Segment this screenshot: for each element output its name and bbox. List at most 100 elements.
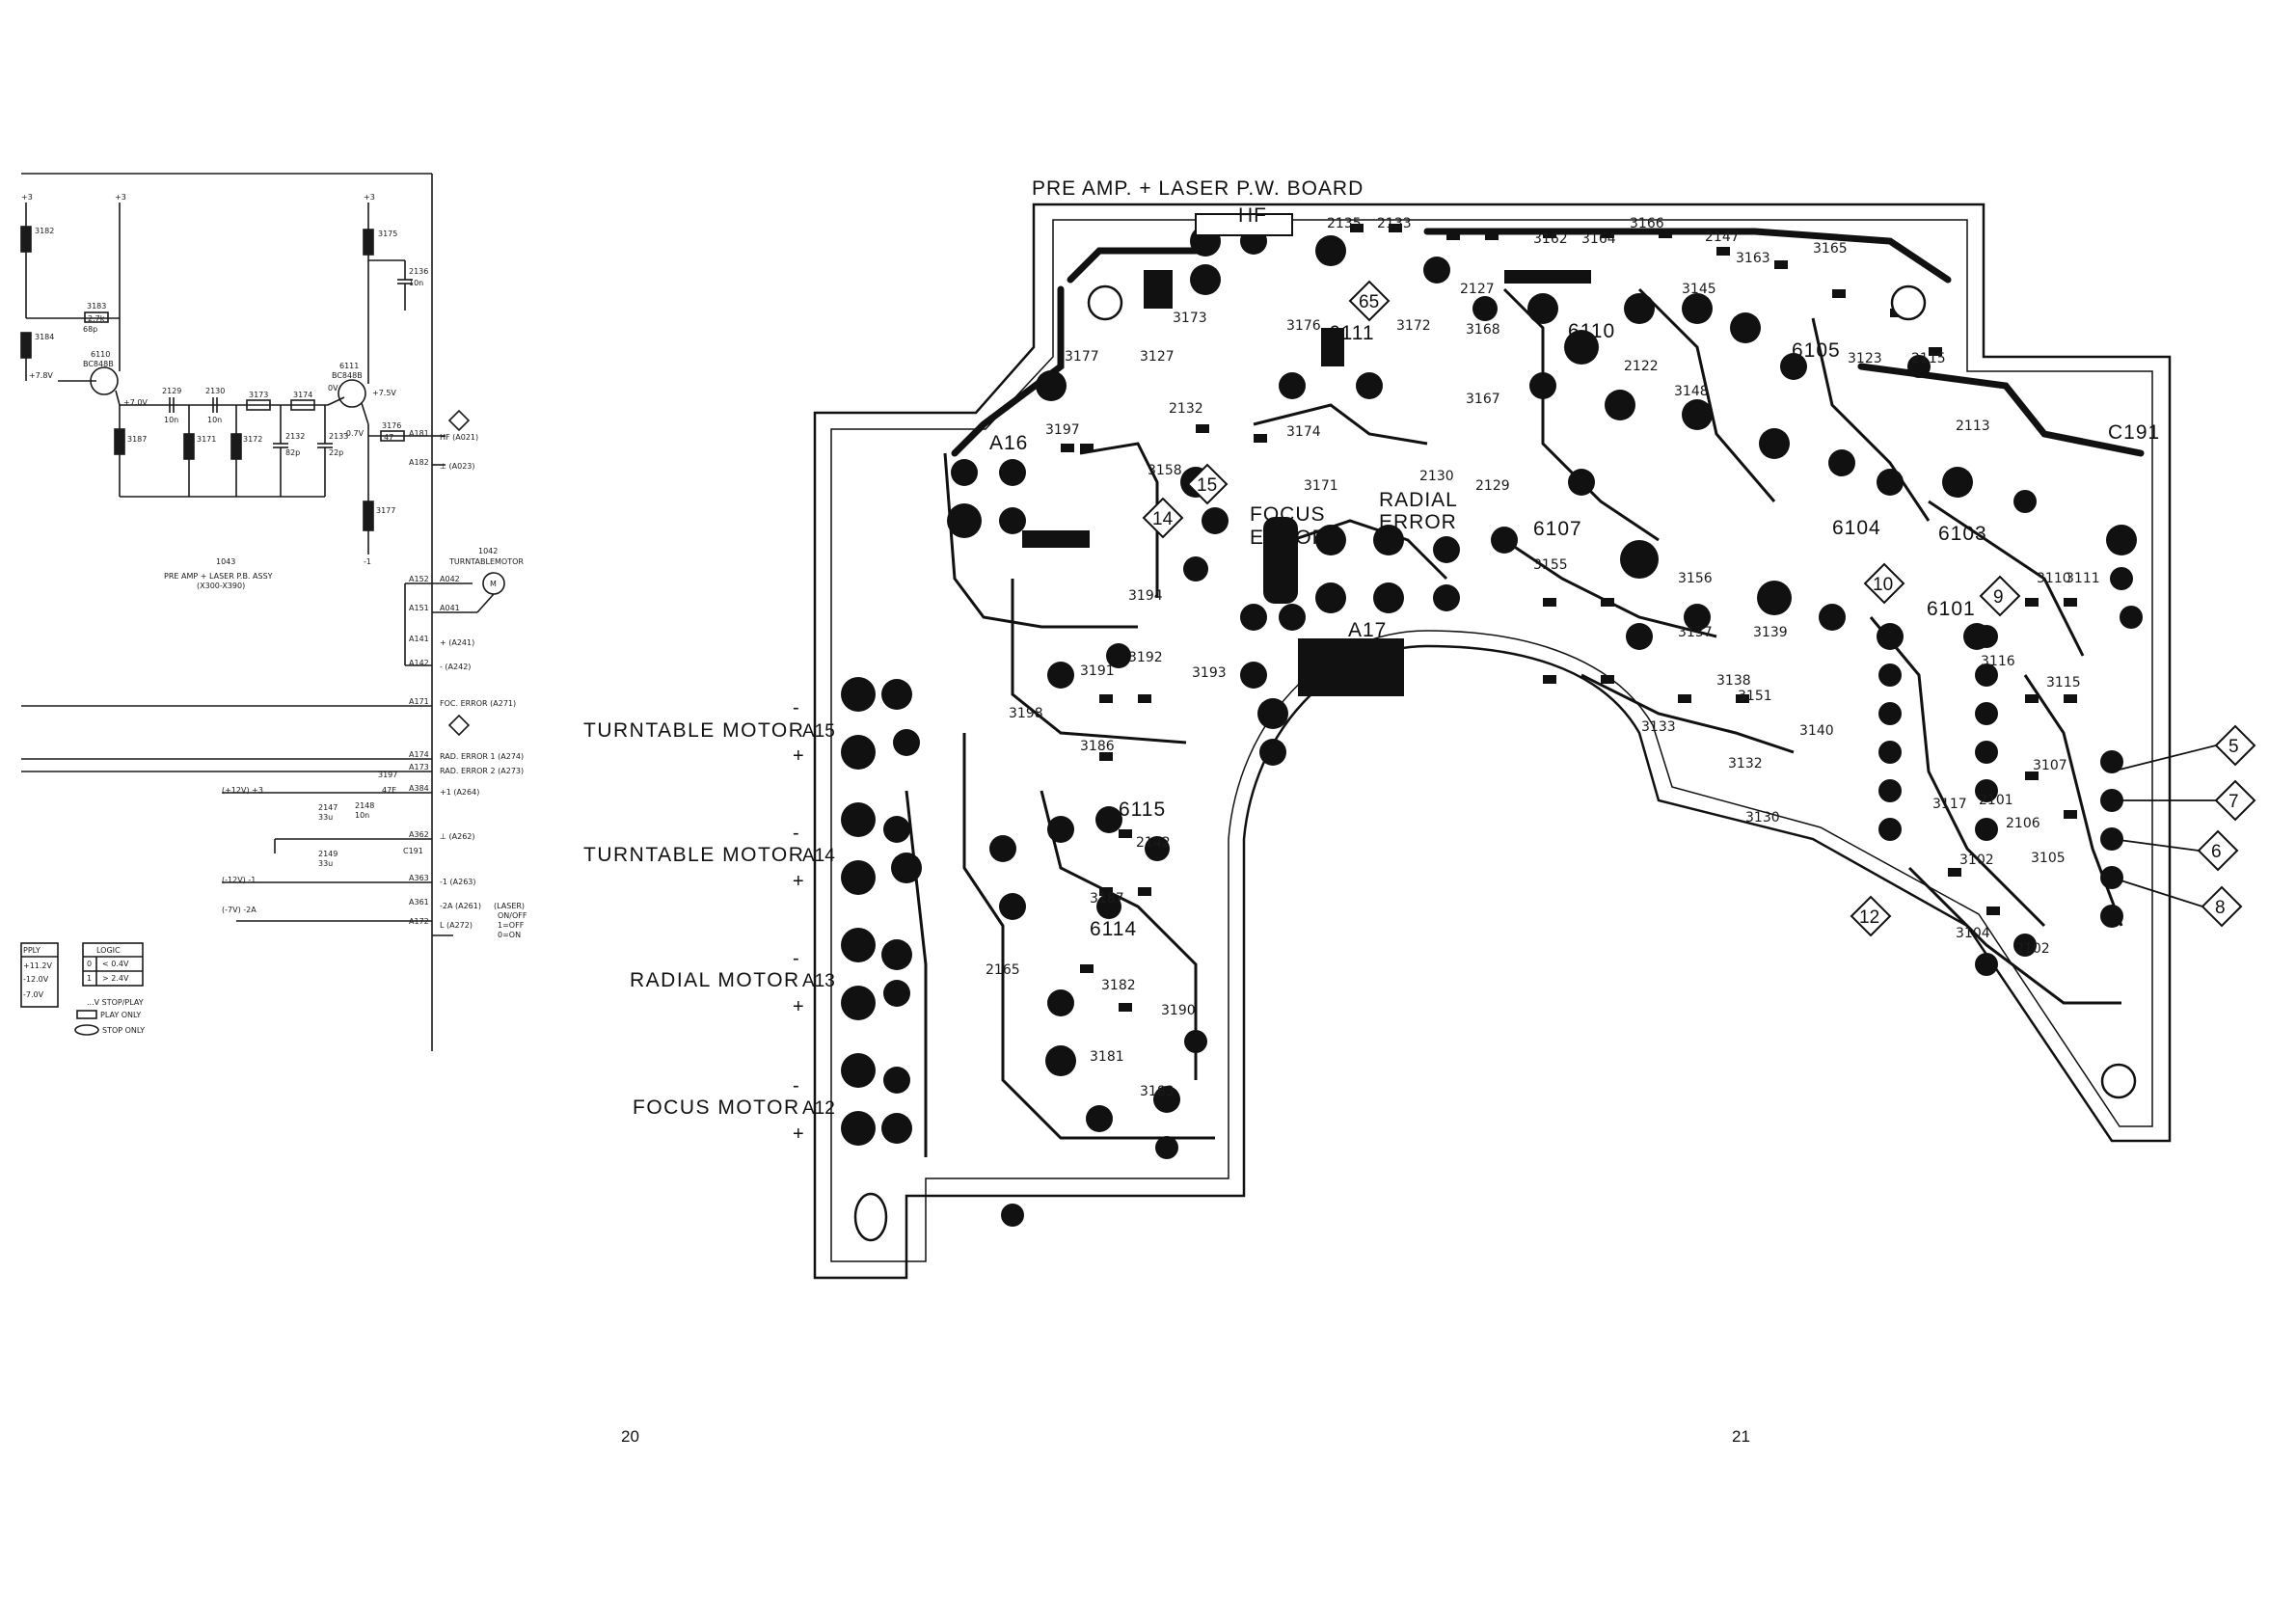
connector-pin: A363 xyxy=(409,874,429,882)
connector-pin: C191 xyxy=(403,847,423,855)
capacitor-value: 82p xyxy=(285,448,300,457)
supply-label: +3 xyxy=(364,193,375,202)
component-ref: 3130 xyxy=(1745,810,1780,826)
component-ref: 2106 xyxy=(2006,816,2040,831)
component-ref: 3117 xyxy=(1932,797,1967,812)
logic-table-cell: 1 xyxy=(87,974,92,983)
transistor-type: BC848B xyxy=(332,371,363,380)
component-ref: 3191 xyxy=(1080,663,1115,679)
test-point-number: 14 xyxy=(1152,509,1174,529)
page-number-left: 20 xyxy=(621,1427,639,1446)
radial-error-label: RADIAL xyxy=(1379,489,1458,511)
caption-ref: 1043 xyxy=(216,557,235,566)
component-ref: 3105 xyxy=(2031,851,2066,866)
component-ref: 3168 xyxy=(1466,322,1500,338)
ic-label: 6104 xyxy=(1832,517,1881,539)
resistor-value: 2.7k xyxy=(88,314,105,323)
connector-signal: ⊥ (A023) xyxy=(440,462,475,471)
capacitor-value: 68p xyxy=(83,325,97,334)
component-ref: 3186 xyxy=(1080,739,1115,754)
component-ref: 3174 xyxy=(1286,424,1321,440)
supply-label: +3 xyxy=(115,193,126,202)
capacitor-value: 10n xyxy=(207,416,222,424)
logic-table-cell: < 0.4V xyxy=(102,960,129,968)
connector-signal: - (A242) xyxy=(440,663,471,671)
connector-pin: A142 xyxy=(409,659,429,667)
connector-pin: A174 xyxy=(409,750,429,759)
component-ref: 2147 xyxy=(1705,230,1740,245)
ic-label: 6115 xyxy=(1119,798,1166,821)
supply-table-row: -12.0V xyxy=(23,975,49,984)
connector-signal: -2A (A261) xyxy=(440,902,481,910)
minus-sign: - xyxy=(793,697,799,718)
connector-pin: A151 xyxy=(409,604,429,612)
legend-item: ...V STOP/PLAY xyxy=(87,998,144,1007)
component-ref: 3172 xyxy=(1396,318,1431,334)
component-ref: 3194 xyxy=(1128,588,1163,604)
connector-signal: L (A272) xyxy=(440,921,473,930)
resistor-ref: 3182 xyxy=(35,227,54,235)
component-ref: 3158 xyxy=(1148,463,1182,478)
plus-sign: + xyxy=(793,871,804,892)
ic-label: 6107 xyxy=(1533,518,1582,540)
part-value: 47E xyxy=(382,786,396,795)
component-ref: 3156 xyxy=(1678,571,1713,586)
motor-name: TURNTABLEMOTOR xyxy=(448,557,524,566)
connector-signal: +1 (A264) xyxy=(440,788,479,797)
component-ref: 2129 xyxy=(1475,478,1510,494)
component-ref: 3177 xyxy=(1065,349,1099,365)
focus-error-label: FOCUS xyxy=(1250,503,1326,526)
connector-pin: A181 xyxy=(409,429,429,438)
ic-label: 6101 xyxy=(1927,598,1976,620)
resistor-ref: 3172 xyxy=(243,435,262,444)
component-ref: 3115 xyxy=(2046,675,2081,690)
capacitor-ref: 2147 xyxy=(318,803,338,812)
connector-label: A12 xyxy=(802,1098,835,1119)
test-point-number: 7 xyxy=(2228,792,2239,812)
capacitor-ref: 2133 xyxy=(329,432,348,441)
minus-sign: - xyxy=(793,948,799,969)
rail-label: (-7V) -2A xyxy=(222,906,257,914)
component-ref: 3181 xyxy=(1090,1049,1124,1065)
capacitor-ref: 2130 xyxy=(205,387,225,395)
component-ref: 3173 xyxy=(1173,311,1207,326)
test-point-number: 6 xyxy=(2211,842,2222,862)
ic-label: 6103 xyxy=(1938,523,1987,545)
component-ref: 2102 xyxy=(2015,941,2050,957)
legend-item: STOP ONLY xyxy=(102,1026,145,1035)
capacitor-ref: 2148 xyxy=(355,801,374,810)
component-ref: 3116 xyxy=(1981,654,2015,669)
component-ref: 3155 xyxy=(1533,557,1568,573)
ic-label: 6110 xyxy=(1568,320,1615,342)
test-point-number: 15 xyxy=(1197,475,1217,496)
minus-sign: - xyxy=(793,1075,799,1096)
resistor-ref: 3171 xyxy=(197,435,216,444)
rail-label: (-12V) -1 xyxy=(222,876,256,884)
resistor-ref: 3177 xyxy=(376,506,395,515)
component-ref: 2113 xyxy=(1956,419,1990,434)
plus-sign: + xyxy=(793,745,804,767)
component-ref: 3197 xyxy=(1045,422,1080,438)
component-ref: 3132 xyxy=(1728,756,1763,771)
resistor-ref: 3174 xyxy=(293,391,312,399)
resistor-ref: 3183 xyxy=(87,302,106,311)
ic-label: 6114 xyxy=(1090,918,1137,940)
test-point-number: 9 xyxy=(1993,587,2004,608)
capacitor-ref: 2149 xyxy=(318,850,338,858)
capacitor-ref: 2132 xyxy=(285,432,305,441)
voltage-label: +7.5V xyxy=(372,389,396,397)
connector-pin: A361 xyxy=(409,898,429,907)
voltage-label: -0.7V xyxy=(343,429,365,438)
connector-signal: RAD. ERROR 1 (A274) xyxy=(440,752,524,761)
resistor-ref: 3176 xyxy=(382,421,401,430)
connector-pin: A171 xyxy=(409,697,429,706)
component-ref: 3151 xyxy=(1738,689,1772,704)
supply-label: +3 xyxy=(21,193,33,202)
test-point-number: 5 xyxy=(2228,737,2239,757)
laser-note: 0=ON xyxy=(498,931,521,939)
test-point-number: 10 xyxy=(1873,575,1893,595)
component-ref: 3127 xyxy=(1140,349,1175,365)
component-ref: 2142 xyxy=(1136,835,1171,851)
